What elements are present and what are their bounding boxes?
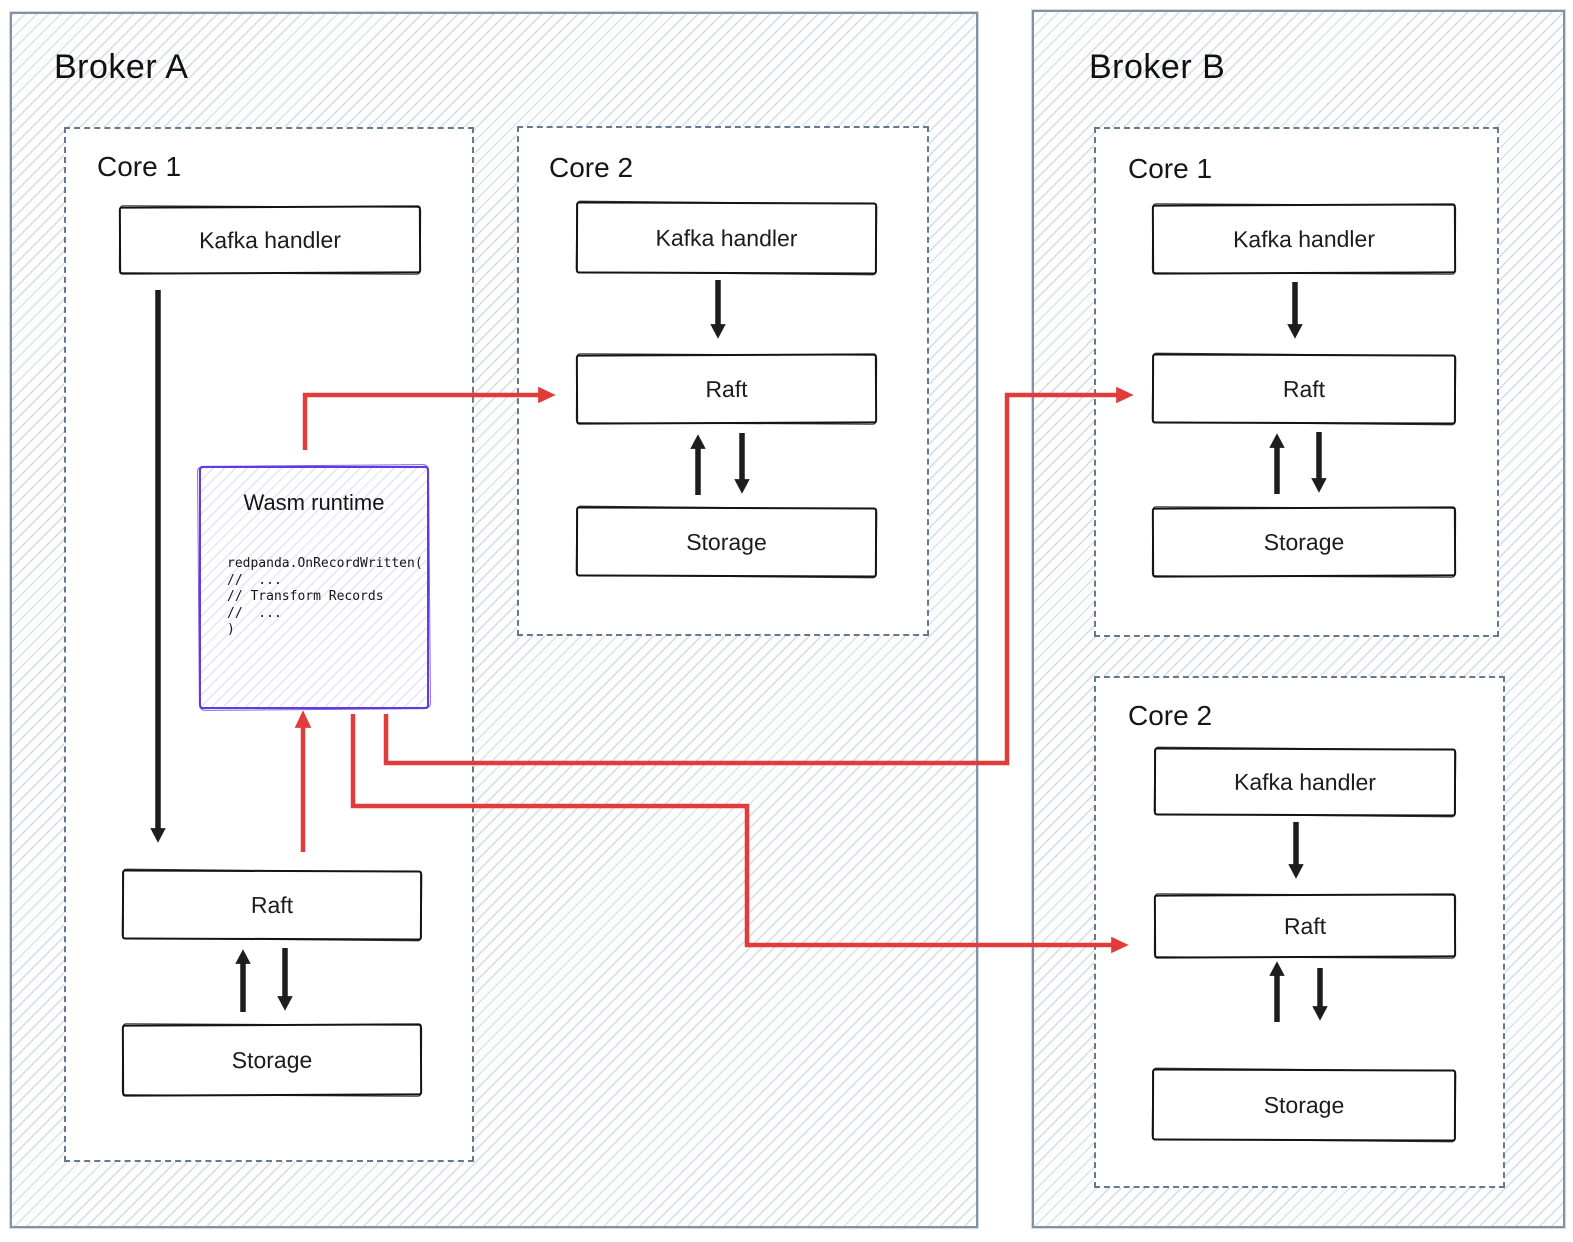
broker-a-core-2-kafka-handler-box: Kafka handler	[575, 201, 878, 275]
node-label: Kafka handler	[1233, 768, 1377, 795]
broker-a-core-1-title: Core 1	[97, 151, 182, 182]
broker-b-core-2-kafka-handler-box: Kafka handler	[1153, 747, 1457, 817]
node-label: Storage	[1263, 528, 1345, 555]
node-label: Raft	[250, 891, 294, 918]
broker-a-core-1-kafka-handler-box: Kafka handler	[118, 205, 422, 275]
broker-b-core-1-raft-box: Raft	[1151, 353, 1457, 425]
code-line: )	[227, 622, 235, 637]
broker-b-core-2-raft-box: Raft	[1153, 893, 1457, 959]
broker-b-core-2-storage-box: Storage	[1151, 1068, 1457, 1142]
broker-b-title: Broker B	[1089, 48, 1226, 86]
node-label: Raft	[1282, 375, 1326, 402]
broker-b-core-1-storage-box: Storage	[1151, 506, 1457, 578]
wasm-runtime-title: Wasm runtime	[243, 490, 385, 515]
broker-b-container: Broker B Core 1 Kafka handler Raft Stora…	[1032, 10, 1565, 1228]
broker-a-core-2-storage-box: Storage	[575, 506, 878, 578]
broker-a-title: Broker A	[54, 48, 189, 86]
node-label: Kafka handler	[1232, 225, 1376, 252]
node-label: Kafka handler	[655, 224, 798, 251]
broker-b-core-1: Core 1 Kafka handler Raft Storage	[1094, 127, 1499, 637]
code-line: redpanda.OnRecordWritten(	[227, 556, 423, 571]
broker-a-core-1-raft-box: Raft	[121, 869, 423, 941]
wasm-runtime-box: Wasm runtime redpanda.OnRecordWritten( /…	[199, 466, 429, 709]
broker-a-core-2-title: Core 2	[549, 152, 634, 183]
broker-a-core-2: Core 2 Kafka handler Raft Storage	[517, 126, 929, 636]
node-label: Storage	[686, 528, 767, 555]
node-label: Raft	[705, 375, 748, 402]
code-line: // ...	[227, 572, 282, 588]
node-label: Storage	[231, 1046, 313, 1073]
broker-b-core-1-title: Core 1	[1128, 153, 1213, 184]
node-label: Storage	[1263, 1091, 1345, 1118]
broker-b-core-1-kafka-handler-box: Kafka handler	[1151, 203, 1457, 275]
code-line: // ...	[227, 605, 282, 621]
broker-b-core-2: Core 2 Kafka handler Raft Storage	[1094, 676, 1505, 1188]
node-label: Raft	[1283, 912, 1327, 939]
node-label: Kafka handler	[198, 226, 342, 253]
wasm-code-snippet: redpanda.OnRecordWritten( // ... // Tran…	[227, 556, 423, 639]
broker-b-core-2-title: Core 2	[1128, 700, 1213, 731]
broker-a-core-2-raft-box: Raft	[575, 353, 878, 425]
broker-a-core-1-storage-box: Storage	[121, 1023, 423, 1097]
broker-a-core-1: Core 1 Kafka handler Wasm runtime redpan…	[64, 127, 474, 1162]
broker-a-container: Broker A Core 1 Kafka handler Wasm runti…	[10, 12, 978, 1228]
code-line: // Transform Records	[227, 589, 384, 604]
